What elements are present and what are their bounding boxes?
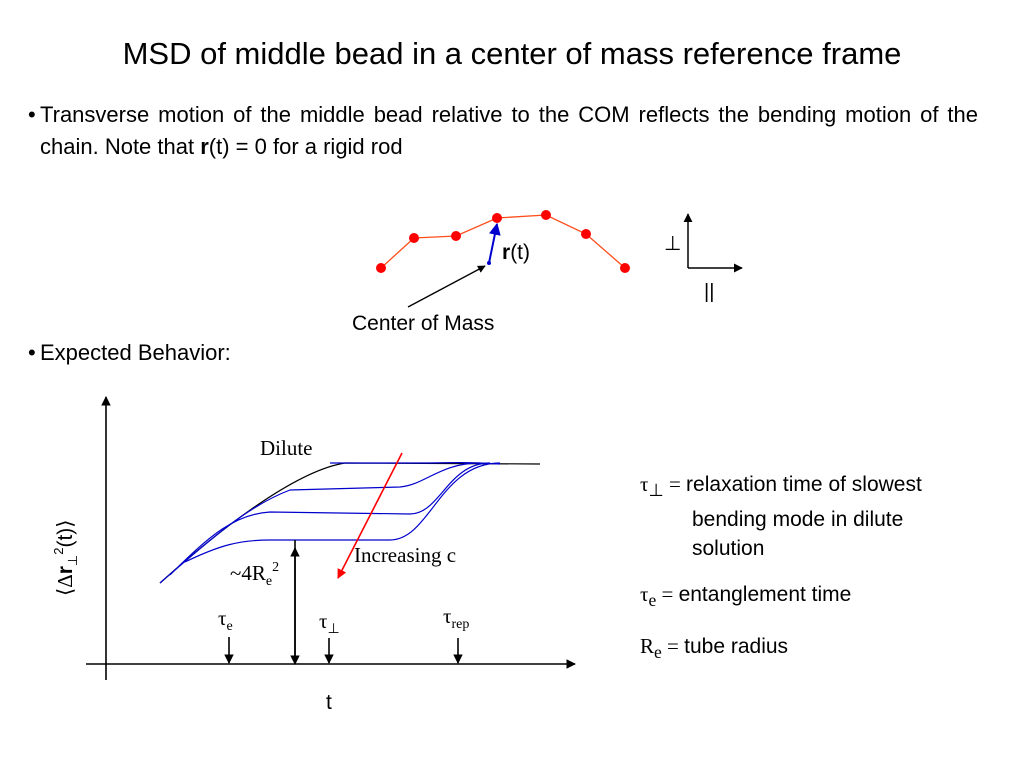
tau-rep-label: τrep — [443, 604, 469, 632]
bead — [541, 210, 551, 220]
dilute-curve — [159, 462, 541, 584]
bead-chain — [376, 210, 630, 273]
def-text: entanglement time — [678, 583, 852, 607]
curve-level-1 — [159, 462, 501, 584]
bullet-expected-behavior: • Expected Behavior: — [28, 337, 231, 369]
bullet-transverse-motion: • Transverse motion of the middle bead r… — [28, 99, 978, 163]
increasing-c-label: Increasing c — [354, 543, 456, 567]
bead — [451, 231, 461, 241]
def-symbol: τe = — [640, 582, 679, 611]
def-text-cont: bending mode in dilute — [692, 508, 904, 532]
tau-e-label: τe — [218, 606, 233, 634]
bullet-text: Transverse motion of the middle bead rel… — [28, 99, 978, 163]
bullet-text-b: (t) = 0 for a rigid rod — [208, 134, 403, 159]
bead-middle — [492, 213, 502, 223]
parallel-label: || — [704, 281, 714, 303]
def-text: tube radius — [684, 635, 789, 659]
bullet-text-bold-r: r — [200, 134, 209, 159]
bullet-text-a: Transverse motion of the middle bead rel… — [40, 102, 978, 159]
increasing-concentration-arrow — [337, 452, 403, 579]
tau-perp-label: τ⊥ — [319, 609, 340, 637]
def-text: relaxation time of slowest — [686, 473, 922, 496]
perpendicular-label: ⊥ — [664, 233, 681, 255]
com-pointer-line — [407, 265, 486, 308]
center-of-mass-label: Center of Mass — [352, 312, 494, 335]
position-vector-arrow — [488, 222, 501, 264]
center-of-mass-point — [487, 261, 491, 265]
bead — [620, 263, 630, 273]
definitions-list: τ⊥ = relaxation time of slowest bending … — [640, 470, 1020, 668]
x-axis-label: t — [326, 691, 332, 714]
curve-level-3 — [184, 462, 501, 563]
def-symbol: Re = — [640, 634, 685, 663]
bead — [581, 229, 591, 239]
def-r-e: Re = tube radius — [640, 632, 1020, 667]
bead — [376, 263, 386, 273]
bead — [409, 233, 419, 243]
dilute-label: Dilute — [260, 436, 313, 460]
y-axis-label: ⟨Δr⊥2(t)⟩ — [51, 520, 80, 596]
vector-label: r(t) — [502, 241, 530, 264]
bullet-marker: • — [28, 102, 36, 127]
slide-title: MSD of middle bead in a center of mass r… — [122, 36, 902, 71]
def-symbol: τ⊥ = — [640, 472, 687, 501]
curve-level-2 — [169, 462, 491, 576]
bullet-text: Expected Behavior: — [40, 340, 231, 365]
def-tau-perp: τ⊥ = relaxation time of slowest bending … — [640, 470, 1020, 563]
def-text-cont: solution — [692, 537, 765, 561]
bullet-marker: • — [28, 340, 36, 365]
amplitude-label: ~4Re2 — [230, 560, 279, 589]
def-tau-e: τe = entanglement time — [640, 580, 1020, 615]
